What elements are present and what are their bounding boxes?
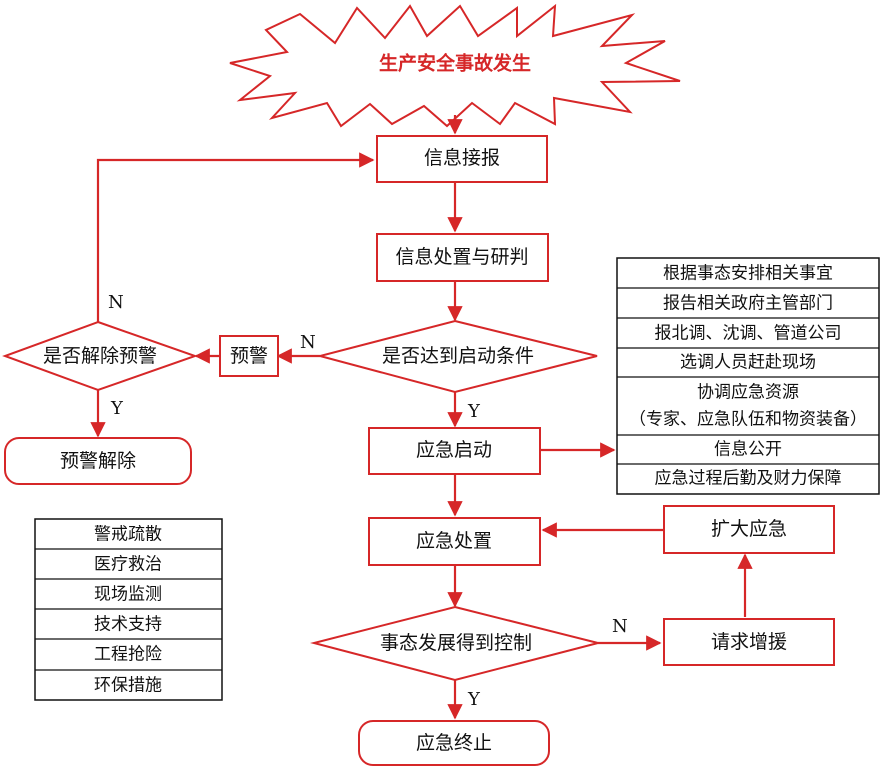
expand-emergency-box — [663, 505, 835, 554]
condition-decision-node: 是否达到启动条件 — [316, 319, 598, 394]
info-receive-node: 信息接报 — [376, 135, 548, 183]
request-support-box — [663, 618, 835, 666]
warning-lifted-node: 预警解除 — [4, 437, 192, 485]
condition-decision-label: 是否达到启动条件 — [382, 345, 534, 367]
startup-action-item: 根据事态安排相关事宜 — [663, 264, 833, 284]
info-receive-box — [376, 135, 548, 183]
info-receive-label: 信息接报 — [424, 147, 500, 169]
field-measure-item: 技术支持 — [94, 615, 162, 635]
lift-warning-diamond — [2, 320, 199, 392]
accident-burst-shape — [229, 3, 681, 128]
startup-action-item: 报北调、沈调、管道公司 — [655, 324, 842, 344]
lift-no-label: N — [108, 292, 124, 313]
lift-warning-label: 是否解除预警 — [43, 345, 157, 367]
control-decision-node: 事态发展得到控制 — [310, 605, 599, 682]
emergency-handle-label: 应急处置 — [416, 530, 492, 552]
control-yes-label: Y — [467, 689, 481, 710]
startup-action-item: 报告相关政府主管部门 — [663, 294, 833, 314]
lift-warning-decision-node: 是否解除预警 — [2, 320, 199, 392]
condition-no-label: N — [300, 332, 316, 353]
control-decision-label: 事态发展得到控制 — [380, 632, 532, 654]
request-support-node: 请求增援 — [663, 618, 835, 666]
emergency-end-label: 应急终止 — [416, 732, 492, 754]
expand-emergency-label: 扩大应急 — [711, 518, 787, 540]
warning-label: 预警 — [230, 345, 268, 367]
connectors — [90, 115, 753, 720]
emergency-handle-node: 应急处置 — [368, 517, 541, 566]
field-measure-item: 现场监测 — [94, 585, 162, 605]
field-measure-item: 工程抢险 — [94, 645, 162, 665]
start-node: 生产安全事故发生 — [229, 3, 681, 128]
emergency-end-node: 应急终止 — [358, 720, 550, 766]
info-judge-label: 信息处置与研判 — [395, 246, 528, 268]
field-measure-item: 医疗救治 — [94, 555, 162, 575]
emergency-handle-box — [368, 517, 541, 566]
control-no-label: N — [612, 616, 628, 637]
info-judge-node: 信息处置与研判 — [376, 233, 549, 282]
warning-lifted-box — [4, 437, 192, 485]
info-judge-box — [376, 233, 549, 282]
lift-yes-label: Y — [110, 398, 124, 419]
startup-actions-frame — [616, 257, 880, 495]
startup-action-item: 协调应急资源 — [697, 383, 799, 403]
warning-box — [219, 335, 279, 377]
emergency-start-box — [368, 427, 541, 475]
emergency-start-label: 应急启动 — [416, 439, 492, 461]
startup-action-item: 选调人员赶赴现场 — [680, 353, 816, 373]
startup-action-item: （专家、应急队伍和物资装备） — [629, 410, 867, 430]
startup-actions-table: 根据事态安排相关事宜 报告相关政府主管部门 报北调、沈调、管道公司 选调人员赶赴… — [616, 257, 880, 495]
field-measure-item: 警戒疏散 — [94, 525, 162, 545]
emergency-end-box — [358, 720, 550, 766]
field-measure-item: 环保措施 — [94, 676, 162, 696]
start-label: 生产安全事故发生 — [379, 52, 531, 75]
condition-decision-diamond — [316, 319, 598, 394]
emergency-start-node: 应急启动 — [368, 427, 541, 475]
warning-lifted-label: 预警解除 — [60, 450, 136, 472]
request-support-label: 请求增援 — [711, 631, 787, 653]
expand-emergency-node: 扩大应急 — [663, 505, 835, 554]
field-measures-table: 警戒疏散 医疗救治 现场监测 技术支持 工程抢险 环保措施 — [34, 518, 223, 701]
warning-node: 预警 — [219, 335, 279, 377]
condition-yes-label: Y — [467, 401, 481, 422]
control-decision-diamond — [310, 605, 599, 682]
arrow-lift-no-to-receive — [96, 152, 375, 322]
startup-action-item: 应急过程后勤及财力保障 — [655, 469, 842, 489]
startup-action-item: 信息公开 — [714, 440, 782, 460]
